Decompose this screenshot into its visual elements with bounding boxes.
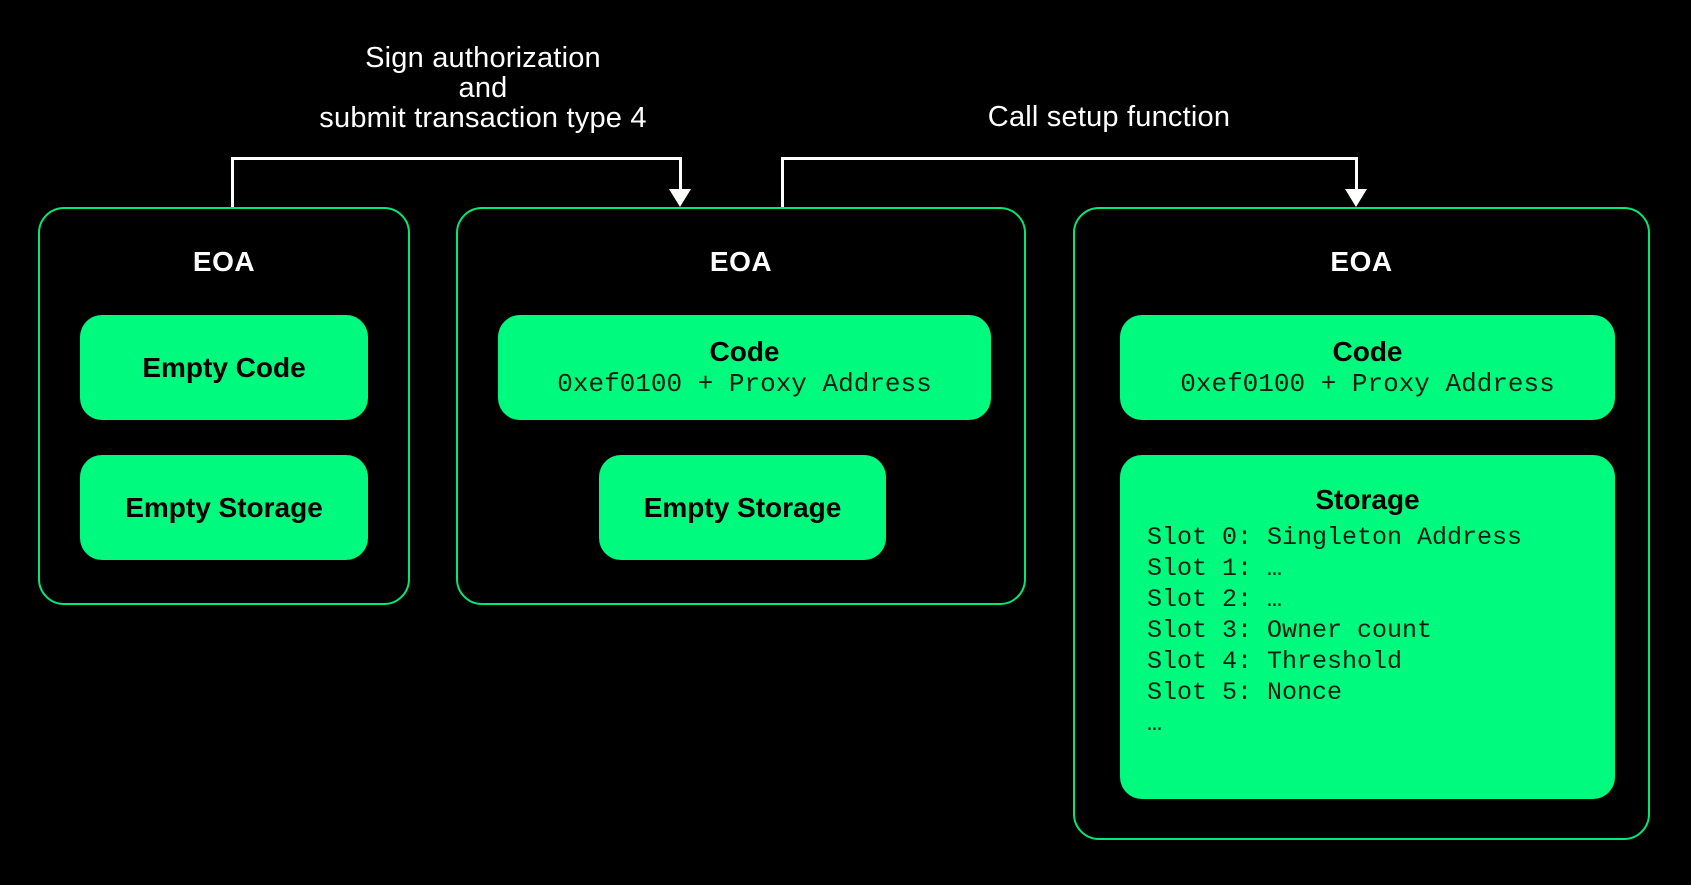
arrowhead-down-icon	[1345, 189, 1367, 207]
arrow-line	[679, 157, 682, 192]
storage-slot: Slot 2: …	[1147, 585, 1283, 614]
sign-authorization-label: Sign authorization and submit transactio…	[183, 43, 783, 133]
card-title: EOA	[709, 246, 773, 277]
arrow-line	[781, 157, 1358, 160]
card-eoa-delegated: EOA Code 0xef0100 + Proxy Address Empty …	[456, 207, 1026, 605]
block-title: Empty Code	[142, 351, 306, 383]
storage-slot: Slot 5: Nonce	[1147, 678, 1343, 707]
arrow-line	[231, 157, 234, 208]
label-line: submit transaction type 4	[319, 102, 647, 134]
storage-slot: Slot 4: Threshold	[1147, 647, 1403, 676]
card-title: EOA	[1330, 246, 1393, 277]
card-title: EOA	[192, 246, 256, 277]
arrow-line	[231, 157, 681, 160]
storage-block: Storage Slot 0: Singleton Address Slot 1…	[1120, 455, 1615, 799]
arrow-line	[1355, 157, 1358, 192]
arrow-line	[781, 157, 784, 208]
block-title: Code	[709, 336, 780, 367]
storage-slot: Slot 3: Owner count	[1147, 616, 1433, 645]
block-title: Empty Storage	[125, 491, 323, 523]
block-title: Code	[1332, 336, 1403, 367]
code-block: Code 0xef0100 + Proxy Address	[498, 315, 991, 420]
empty-storage-block: Empty Storage	[599, 455, 886, 560]
empty-code-block: Empty Code	[80, 315, 368, 420]
storage-slot: Slot 1: …	[1147, 554, 1283, 583]
block-title: Storage	[1315, 484, 1420, 515]
arrowhead-down-icon	[669, 189, 691, 207]
label-line: Sign authorization	[365, 42, 601, 74]
call-setup-label: Call setup function	[987, 101, 1231, 133]
label-line: and	[458, 72, 508, 104]
storage-slot: …	[1147, 709, 1163, 738]
card-eoa-initialized: EOA Code 0xef0100 + Proxy Address Storag…	[1073, 207, 1650, 840]
storage-slot-list: Slot 0: Singleton Address Slot 1: … Slot…	[1120, 522, 1615, 739]
code-value: 0xef0100 + Proxy Address	[1180, 369, 1555, 399]
card-eoa-initial: EOA Empty Code Empty Storage	[38, 207, 410, 605]
code-block: Code 0xef0100 + Proxy Address	[1120, 315, 1615, 420]
storage-slot: Slot 0: Singleton Address	[1147, 523, 1523, 552]
empty-storage-block: Empty Storage	[80, 455, 368, 560]
code-value: 0xef0100 + Proxy Address	[557, 369, 932, 399]
block-title: Empty Storage	[643, 491, 842, 523]
